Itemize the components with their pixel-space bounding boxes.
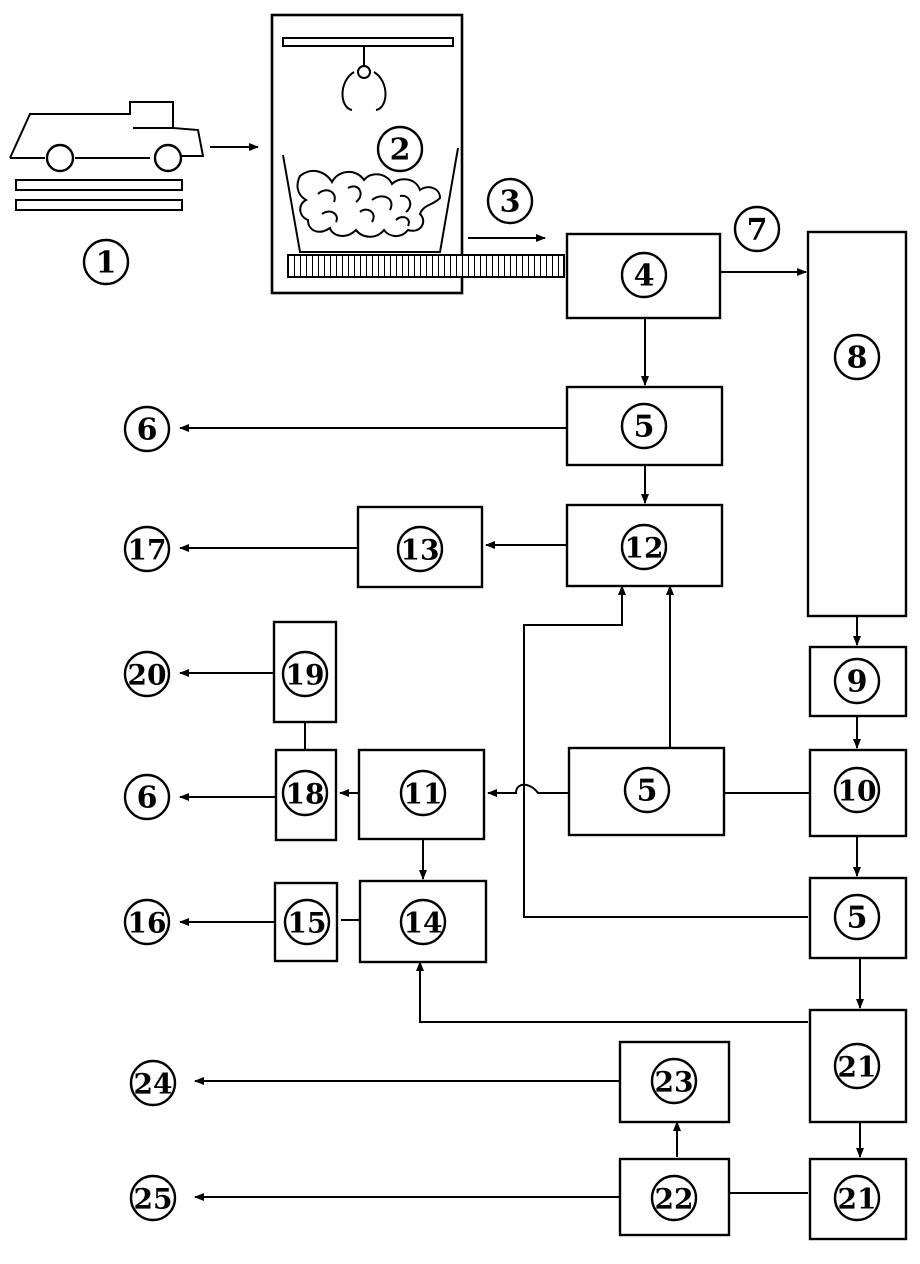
label-5-middle: 5 bbox=[637, 774, 658, 809]
arrow-5-to-11 bbox=[487, 783, 569, 797]
label-8: 8 bbox=[847, 341, 868, 376]
label-22: 22 bbox=[655, 1183, 694, 1216]
arrow-21-to-14 bbox=[416, 961, 808, 1023]
label-circles bbox=[82, 125, 881, 1222]
label-5-right: 5 bbox=[847, 901, 868, 936]
label-11: 11 bbox=[404, 778, 443, 811]
label-17: 17 bbox=[128, 534, 167, 567]
box-5-middle bbox=[567, 746, 726, 837]
crane-grab-icon bbox=[341, 46, 387, 111]
label-3: 3 bbox=[500, 185, 521, 220]
label-18: 18 bbox=[286, 778, 325, 811]
conveyor-icon bbox=[287, 254, 565, 278]
process-boxes bbox=[272, 230, 908, 1241]
label-4: 4 bbox=[634, 259, 655, 294]
label-7: 7 bbox=[747, 213, 768, 248]
label-21-lower: 21 bbox=[838, 1183, 877, 1216]
label-14: 14 bbox=[404, 907, 443, 940]
truck-icon bbox=[9, 101, 205, 211]
label-16: 16 bbox=[128, 907, 167, 940]
label-1: 1 bbox=[96, 246, 117, 281]
loop-5-to-12 bbox=[523, 585, 808, 918]
label-10: 10 bbox=[838, 775, 877, 808]
label-6-top: 6 bbox=[137, 413, 158, 448]
label-text: 1 2 3 4 7 8 5 6 12 13 17 19 20 9 18 11 5… bbox=[96, 133, 877, 1216]
label-2: 2 bbox=[390, 133, 411, 168]
label-15: 15 bbox=[288, 907, 327, 940]
label-21-upper: 21 bbox=[838, 1051, 877, 1084]
flow-connections bbox=[179, 143, 864, 1201]
label-20: 20 bbox=[128, 659, 167, 692]
label-24: 24 bbox=[134, 1068, 173, 1101]
waste-pile-icon bbox=[282, 147, 459, 253]
label-25: 25 bbox=[134, 1183, 173, 1216]
label-13: 13 bbox=[401, 534, 440, 567]
label-9: 9 bbox=[847, 665, 868, 700]
label-5-top: 5 bbox=[634, 410, 655, 445]
label-12: 12 bbox=[625, 532, 664, 565]
box-5-top bbox=[565, 385, 724, 467]
label-23: 23 bbox=[655, 1066, 694, 1099]
box-8 bbox=[806, 230, 908, 618]
waste-bunker bbox=[270, 13, 565, 295]
label-6-middle: 6 bbox=[137, 781, 158, 816]
label-19: 19 bbox=[286, 659, 325, 692]
